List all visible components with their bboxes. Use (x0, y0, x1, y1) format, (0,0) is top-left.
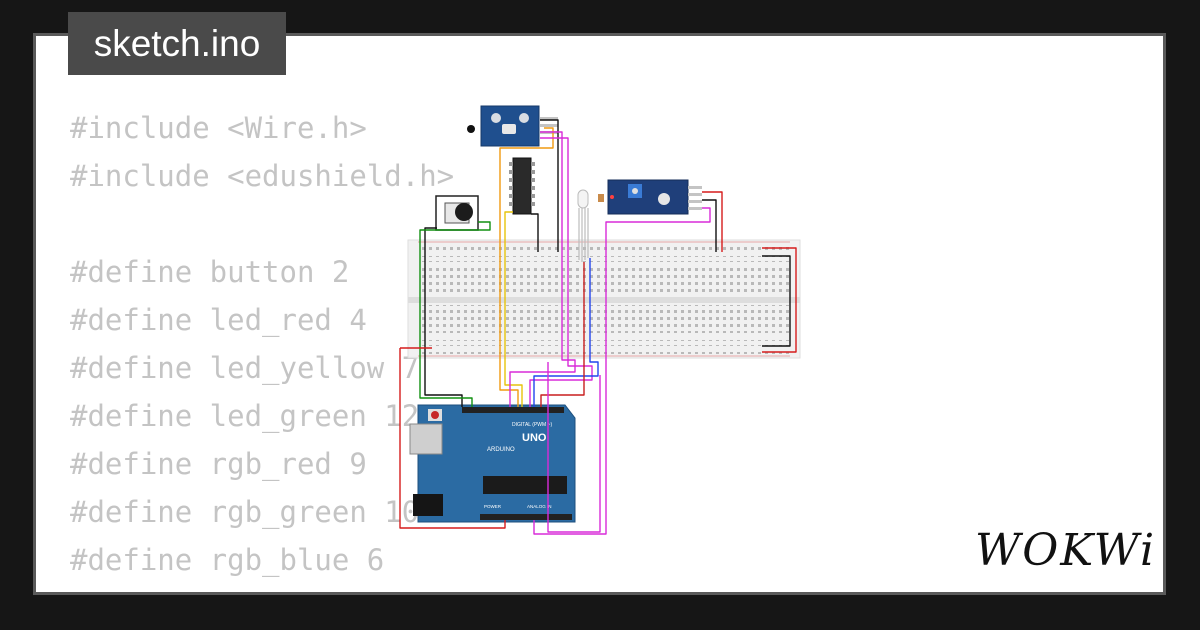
board-analog-label: ANALOG IN (527, 504, 552, 509)
wire-magenta (509, 131, 576, 407)
wire-red-2 (702, 191, 723, 252)
light-sensor-module (607, 179, 702, 215)
code-line: #define rgb_green 10 (70, 495, 420, 529)
board-power-label: POWER (484, 504, 502, 509)
code-line: #define led_green 12 (70, 399, 420, 433)
wire-red-rail (762, 247, 797, 353)
wokwi-logo: WOKWi (975, 525, 1157, 576)
wire-green (419, 221, 491, 407)
wire-black-rail (762, 255, 791, 347)
code-line: #define rgb_red 9 (70, 447, 367, 481)
breadboard (407, 239, 801, 359)
wire-red-rgb (540, 262, 585, 407)
file-tab[interactable]: sketch.ino (68, 12, 286, 75)
wire-magenta-3 (533, 207, 711, 535)
wire-black-2 (540, 119, 559, 252)
code-line: #include <Wire.h> (70, 111, 367, 145)
wire-orange (499, 127, 554, 407)
wire-black (424, 227, 463, 407)
photoresistor (598, 194, 604, 202)
wire-magenta-2 (529, 137, 593, 407)
code-line: #define button 2 (70, 255, 350, 289)
push-button (435, 195, 479, 231)
board-digital-label: DIGITAL (PWM ~) (512, 422, 552, 428)
board-model-label: UNO (522, 432, 547, 444)
wire-red (399, 348, 506, 529)
code-line: #include <edushield.h> (70, 159, 455, 193)
code-editor: #include <Wire.h> #include <edushield.h> #… (70, 104, 489, 592)
thermistor-probe (467, 125, 475, 133)
wire-yellow (504, 211, 523, 407)
arduino-uno-board: DIGITAL (PWM ~) UNO ARDUINO POWER ANALOG… (409, 404, 576, 523)
code-line: #define led_yellow 7 (70, 351, 420, 385)
wire-black-4 (702, 199, 717, 252)
code-line: #define led_red 4 (70, 303, 367, 337)
wires (399, 119, 797, 535)
wire-blue (533, 258, 599, 407)
rgb-led (577, 189, 589, 262)
wire-black-3 (531, 213, 539, 252)
code-line: #define rgb_blue 6 (70, 543, 385, 577)
ic-chip (509, 157, 535, 215)
code-line: #define photoresistor A0 (70, 584, 489, 592)
board-brand-label: ARDUINO (487, 447, 515, 453)
wire-magenta-4 (547, 362, 601, 533)
temperature-sensor-module (480, 105, 558, 147)
